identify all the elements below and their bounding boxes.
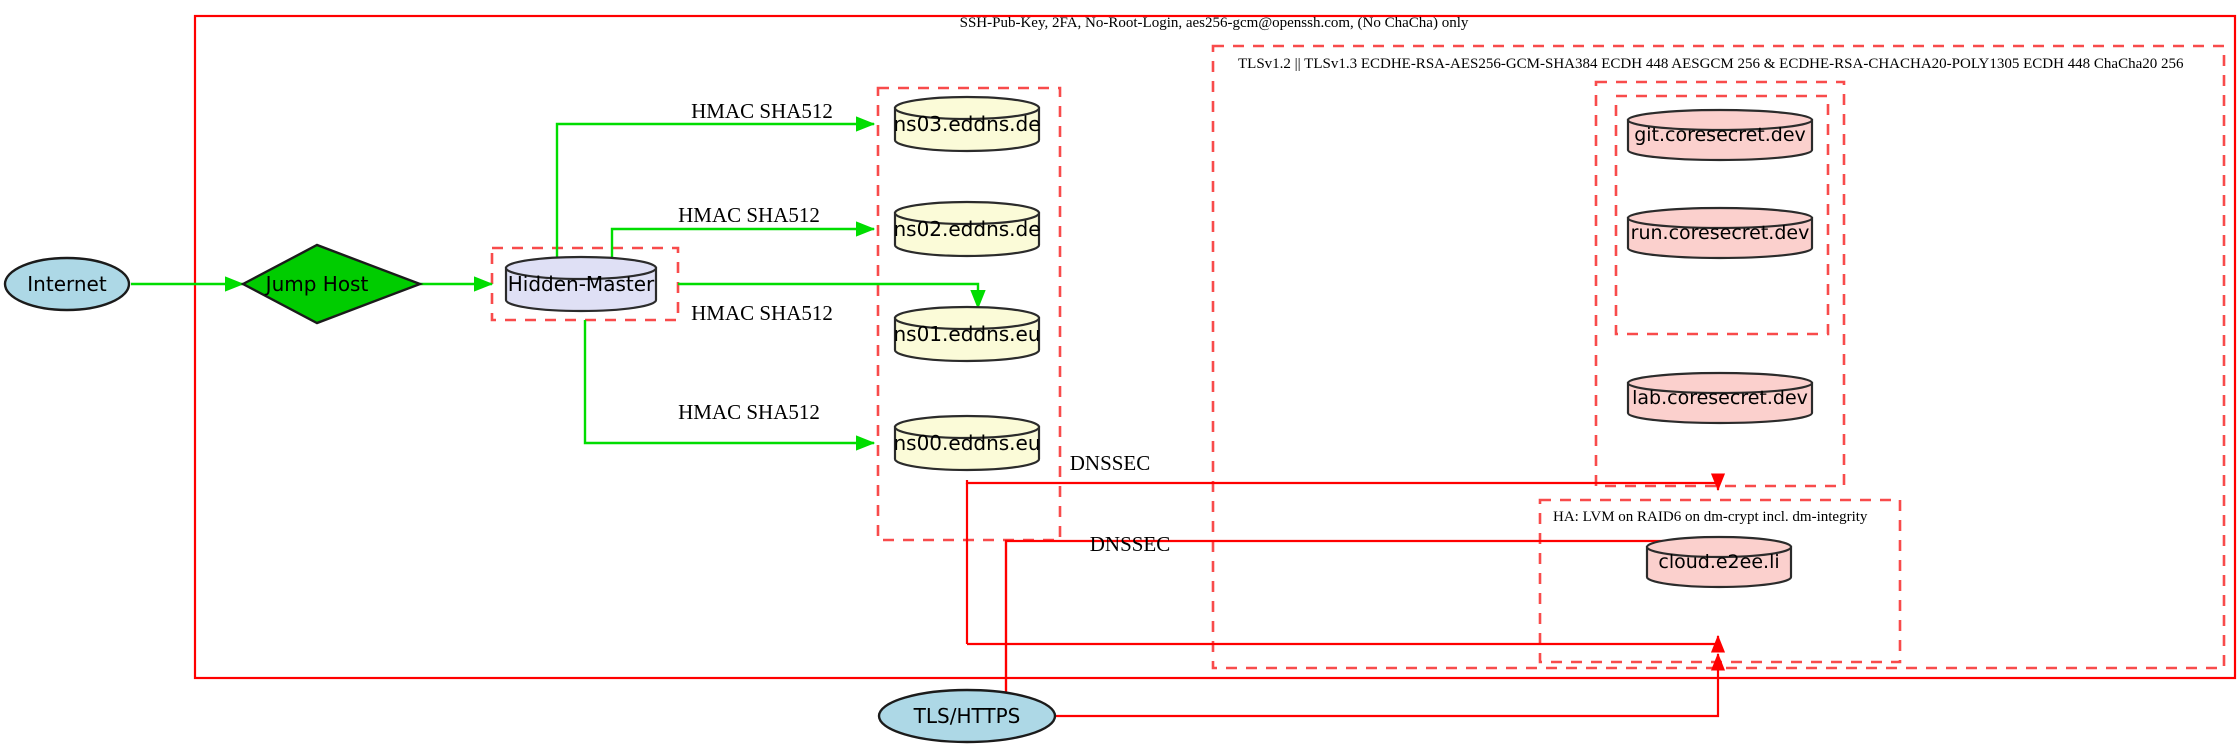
node-internet[interactable]: Internet [3, 256, 131, 312]
cluster-coresecret-inner [1614, 94, 1830, 336]
node-lab-coresecret-label: lab.coresecret.dev [1632, 387, 1808, 409]
node-jump-host[interactable]: Jump Host [240, 243, 424, 325]
cluster-tls-zone [1211, 44, 2226, 670]
node-git-coresecret-label: git.coresecret.dev [1634, 124, 1806, 146]
node-run-coresecret[interactable]: run.coresecret.dev [1626, 206, 1814, 260]
edge-master-to-ns02-label: HMAC SHA512 [678, 203, 820, 227]
cluster-ha-zone-label: HA: LVM on RAID6 on dm-crypt incl. dm-in… [1553, 509, 1868, 525]
node-cloud-e2ee-label: cloud.e2ee.li [1658, 551, 1779, 573]
node-ns00[interactable]: ns00.eddns.eu [893, 414, 1041, 472]
node-git-coresecret[interactable]: git.coresecret.dev [1626, 108, 1814, 162]
cluster-tls-zone-label: TLSv1.2 || TLSv1.3 ECDHE-RSA-AES256-GCM-… [1238, 56, 2184, 72]
dnssec-lower-path [1004, 539, 1718, 720]
node-hidden-master-label: Hidden-Master [508, 272, 655, 296]
node-lab-coresecret[interactable]: lab.coresecret.dev [1626, 371, 1814, 425]
node-cloud-e2ee[interactable]: cloud.e2ee.li [1645, 535, 1793, 589]
node-ns02[interactable]: ns02.eddns.de [893, 200, 1041, 258]
dnssec-lower-label: DNSSEC [1090, 532, 1171, 556]
cluster-outer-ssh [193, 14, 2237, 680]
edge-master-to-ns03-label: HMAC SHA512 [691, 99, 833, 123]
node-tls-https-label: TLS/HTTPS [913, 704, 1021, 728]
node-tls-https[interactable]: TLS/HTTPS [877, 688, 1057, 744]
node-ns03[interactable]: ns03.eddns.de [893, 95, 1041, 153]
edge-master-to-ns02 [610, 221, 876, 262]
edge-master-to-ns00 [583, 320, 876, 451]
edge-master-to-ns01-label: HMAC SHA512 [691, 301, 833, 325]
cluster-dns-zone [876, 86, 1062, 542]
node-run-coresecret-label: run.coresecret.dev [1631, 222, 1810, 244]
cluster-outer-ssh-label: SSH-Pub-Key, 2FA, No-Root-Login, aes256-… [960, 15, 1469, 31]
tls-https-to-ha-path [1055, 652, 1726, 718]
edge-master-to-ns03 [555, 116, 876, 262]
node-ns02-label: ns02.eddns.de [893, 217, 1040, 241]
edge-master-to-ns01 [678, 282, 986, 310]
node-hidden-master[interactable]: Hidden-Master [504, 255, 658, 313]
dnssec-upper-label: DNSSEC [1070, 451, 1151, 475]
cluster-coresecret-outer [1594, 80, 1846, 488]
node-ns01[interactable]: ns01.eddns.eu [893, 305, 1041, 363]
node-ns03-label: ns03.eddns.de [893, 112, 1040, 136]
node-ns01-label: ns01.eddns.eu [893, 322, 1040, 346]
node-internet-label: Internet [27, 272, 107, 296]
edge-master-to-ns00-label: HMAC SHA512 [678, 400, 820, 424]
dnssec-upper-path [965, 480, 1718, 485]
node-ns00-label: ns00.eddns.eu [893, 431, 1040, 455]
node-jump-host-label: Jump Host [264, 272, 369, 296]
